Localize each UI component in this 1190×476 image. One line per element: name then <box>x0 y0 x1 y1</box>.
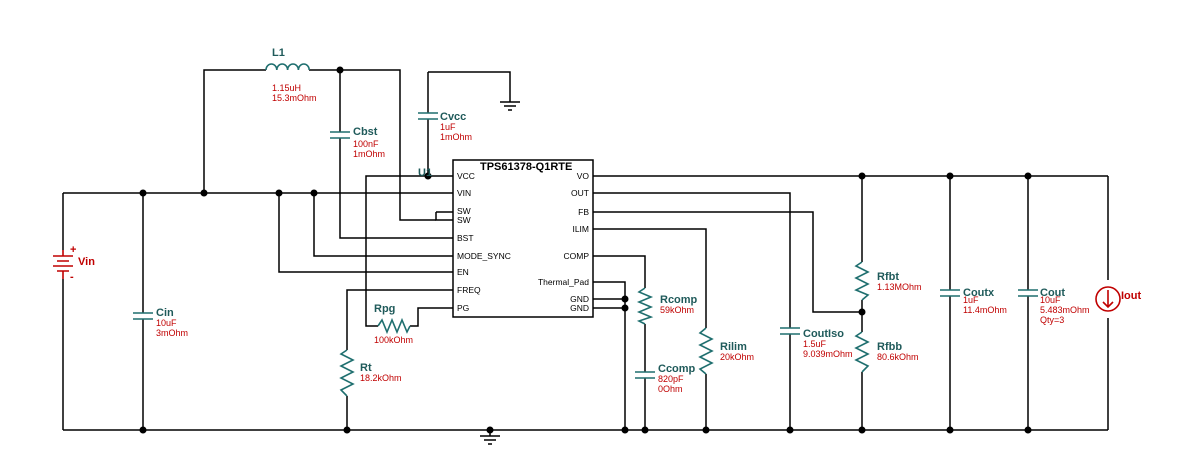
pin-comp: COMP <box>564 251 590 261</box>
cout-esr: 5.483mOhm <box>1040 305 1090 315</box>
pin-ilim: ILIM <box>572 224 589 234</box>
l1-value: 1.15uH <box>272 83 301 93</box>
vin-plus: + <box>70 244 76 256</box>
coutiso-name: CoutIso <box>803 328 844 340</box>
resistor-rfbb[interactable]: Rfbb 80.6kOhm <box>854 331 919 373</box>
rcomp-value: 59kOhm <box>660 305 694 315</box>
rt-value: 18.2kOhm <box>360 373 402 383</box>
pin-sw1: SW <box>457 206 471 216</box>
pin-vin: VIN <box>457 188 471 198</box>
pin-vcc: VCC <box>457 171 475 181</box>
cvcc-esr: 1mOhm <box>440 132 472 142</box>
rfbb-value: 80.6kOhm <box>877 352 919 362</box>
vin-minus: - <box>70 271 74 283</box>
rcomp-name: Rcomp <box>660 294 698 306</box>
resistor-rcomp[interactable]: Rcomp 59kOhm <box>636 287 698 325</box>
pin-en: EN <box>457 267 469 277</box>
coutx-value: 1uF <box>963 295 979 305</box>
cout-name: Cout <box>1040 287 1065 299</box>
pin-vo: VO <box>577 171 590 181</box>
l1-esr: 15.3mOhm <box>272 93 317 103</box>
pin-mode-sync: MODE_SYNC <box>457 251 511 261</box>
ic-u1[interactable]: TPS61378-Q1RTE U1 VCC VIN SW SW BST MODE… <box>418 159 594 318</box>
rpg-value: 100kOhm <box>374 335 413 345</box>
wires <box>62 69 1109 445</box>
resistor-rfbt[interactable]: Rfbt 1.13MOhm <box>854 261 922 301</box>
l1-name: L1 <box>272 47 285 59</box>
rpg-name: Rpg <box>374 303 395 315</box>
pin-thermal-pad: Thermal_Pad <box>538 277 589 287</box>
voltage-source-vin[interactable]: + - Vin <box>53 244 95 283</box>
ic-name: TPS61378-Q1RTE <box>480 161 572 173</box>
cvcc-name: Cvcc <box>440 111 466 123</box>
pin-gnd1: GND <box>570 294 589 304</box>
resistor-rt[interactable]: Rt 18.2kOhm <box>339 349 402 397</box>
ccomp-value: 820pF <box>658 374 684 384</box>
rilim-value: 20kOhm <box>720 352 754 362</box>
rfbt-name: Rfbt <box>877 271 899 283</box>
pin-sw2: SW <box>457 215 471 225</box>
resistor-rilim[interactable]: Rilim 20kOhm <box>698 327 754 375</box>
cout-value: 10uF <box>1040 295 1061 305</box>
capacitor-cvcc[interactable]: Cvcc 1uF 1mOhm <box>418 111 472 142</box>
pin-gnd2: GND <box>570 303 589 313</box>
capacitor-cin[interactable]: Cin 10uF 3mOhm <box>133 307 188 338</box>
capacitor-coutx[interactable]: Coutx 1uF 11.4mOhm <box>940 287 1007 315</box>
coutx-esr: 11.4mOhm <box>963 305 1007 315</box>
cvcc-value: 1uF <box>440 122 456 132</box>
ccomp-name: Ccomp <box>658 363 696 375</box>
rfbt-value: 1.13MOhm <box>877 282 922 292</box>
vin-name: Vin <box>78 256 95 268</box>
rfbb-name: Rfbb <box>877 341 902 353</box>
junctions <box>139 66 1032 434</box>
pin-out: OUT <box>571 188 589 198</box>
pin-pg: PG <box>457 303 469 313</box>
cout-qty: Qty=3 <box>1040 315 1064 325</box>
capacitor-coutiso[interactable]: CoutIso 1.5uF 9.039mOhm <box>780 327 853 359</box>
pin-freq: FREQ <box>457 285 481 295</box>
cbst-name: Cbst <box>353 126 378 138</box>
coutiso-value: 1.5uF <box>803 339 827 349</box>
capacitor-cout[interactable]: Cout 10uF 5.483mOhm Qty=3 <box>1018 287 1090 325</box>
cbst-value: 100nF <box>353 139 379 149</box>
ccomp-esr: 0Ohm <box>658 384 683 394</box>
coutiso-esr: 9.039mOhm <box>803 349 853 359</box>
rt-name: Rt <box>360 362 372 374</box>
inductor-l1[interactable]: L1 1.15uH 15.3mOhm <box>265 47 317 103</box>
cin-value: 10uF <box>156 318 177 328</box>
capacitor-cbst[interactable]: Cbst 100nF 1mOhm <box>330 126 385 159</box>
cin-name: Cin <box>156 307 174 319</box>
ground-symbol-top <box>500 101 520 111</box>
current-sink-iout[interactable]: Iout <box>1095 286 1141 312</box>
cin-esr: 3mOhm <box>156 328 188 338</box>
iout-name: Iout <box>1121 290 1141 302</box>
capacitor-ccomp[interactable]: Ccomp 820pF 0Ohm <box>635 363 696 394</box>
rilim-name: Rilim <box>720 341 747 353</box>
pin-bst: BST <box>457 233 474 243</box>
resistor-rpg[interactable]: Rpg 100kOhm <box>374 303 413 345</box>
coutx-name: Coutx <box>963 287 995 299</box>
ic-body <box>452 159 594 318</box>
pin-fb: FB <box>578 207 589 217</box>
ic-ref: U1 <box>418 167 432 179</box>
cbst-esr: 1mOhm <box>353 149 385 159</box>
